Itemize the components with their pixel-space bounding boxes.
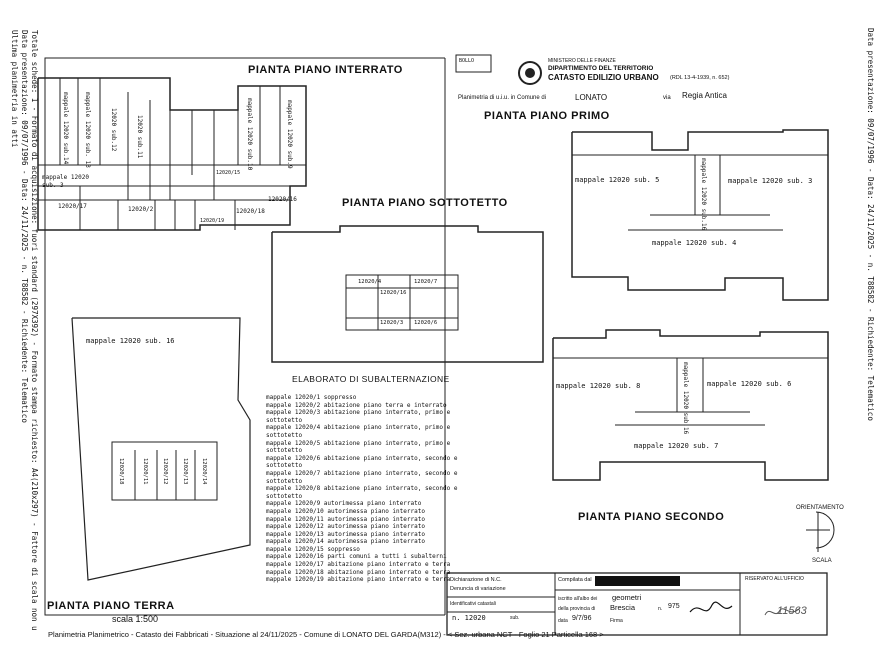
elaborato-row: mappale 12020/17 abitazione piano interr… bbox=[266, 561, 451, 569]
terra-g3: 12020/12 bbox=[162, 458, 168, 485]
cartiglio-firma: Firma bbox=[610, 618, 623, 624]
elaborato-row: mappale 12020/13 autorimessa piano inter… bbox=[266, 530, 425, 538]
title-interrato: PIANTA PIANO INTERRATO bbox=[248, 64, 403, 76]
cartiglio-iscritto: iscritto all'albo dei bbox=[558, 596, 598, 602]
interrato-sub3: sub. 3 bbox=[42, 182, 64, 189]
cartiglio-riservato: RISERVATO ALL'UFFICIO bbox=[745, 576, 804, 582]
title-terra: PIANTA PIANO TERRA bbox=[47, 600, 175, 612]
interrato-sub12: 12020 sub.12 bbox=[110, 108, 117, 152]
via-value: Regia Antica bbox=[682, 91, 727, 100]
interrato-r2: 12020/2 bbox=[128, 206, 154, 213]
cartiglio-foglio: n. 12020 bbox=[452, 614, 486, 622]
bollo-stamp: BOLLO bbox=[459, 58, 475, 64]
sottotetto-e: 12020/6 bbox=[414, 320, 438, 326]
terra-g1: 12020/18 bbox=[118, 458, 124, 485]
elaborato-row: mappale 12020/8 abitazione piano interra… bbox=[266, 485, 458, 500]
elaborato-row: mappale 12020/12 autorimessa piano inter… bbox=[266, 523, 425, 531]
terra-g4: 12020/13 bbox=[182, 458, 188, 485]
catasto-title: CATASTO EDILIZIO URBANO bbox=[548, 73, 659, 82]
side-text-left-3: Totale schede: 1 - Formato di acquisizio… bbox=[30, 30, 39, 630]
elaborato-row: mappale 12020/3 abitazione piano interra… bbox=[266, 409, 451, 424]
primo-sub5: mappale 12020 sub. 5 bbox=[575, 176, 660, 184]
interrato-sub13: mappale 12020 sub. 13 bbox=[84, 92, 91, 168]
title-sottotetto: PIANTA PIANO SOTTOTETTO bbox=[342, 197, 508, 209]
primo-sub3: mappale 12020 sub. 3 bbox=[728, 177, 813, 185]
side-text-right: Data presentazione: 09/07/1996 - Data: 2… bbox=[866, 28, 875, 421]
elaborato-row: mappale 12020/14 autorimessa piano inter… bbox=[266, 538, 425, 546]
secondo-sub16: mappale 12020 sub.16 bbox=[682, 362, 689, 435]
cartiglio-provincia: Brescia bbox=[610, 603, 636, 612]
elaborato-row: mappale 12020/6 abitazione piano interra… bbox=[266, 454, 458, 470]
interrato-r1: 12020/17 bbox=[58, 203, 87, 210]
side-text-left-1: Ultima planimetria in atti bbox=[10, 30, 19, 148]
interrato-r4: 12020/16 bbox=[268, 196, 297, 203]
cartiglio-identificativi: Identificativi catastali bbox=[450, 601, 496, 607]
sottotetto-c: 12020/16 bbox=[380, 290, 407, 296]
primo-sub4: mappale 12020 sub. 4 bbox=[652, 239, 737, 247]
handwritten-number: 11563 bbox=[777, 605, 807, 617]
cartiglio-titolo: geometri bbox=[612, 593, 642, 602]
bottom-info-line: Planimetria Planimetrico - Catasto dei F… bbox=[48, 630, 604, 639]
cartiglio-denuncia: Denuncia di variazione bbox=[450, 586, 506, 592]
department-label: DIPARTIMENTO DEL TERRITORIO bbox=[548, 65, 654, 72]
interrato-mappale-sub3: mappale 12020 bbox=[42, 174, 89, 181]
elaborato-row: mappale 12020/5 abitazione piano interra… bbox=[266, 439, 451, 455]
sottotetto-b: 12020/7 bbox=[414, 279, 438, 285]
interrato-r3: 12020/18 bbox=[236, 208, 265, 215]
elaborato-row: mappale 12020/7 abitazione piano interra… bbox=[266, 469, 458, 485]
elaborato-row: mappale 12020/1 soppresso bbox=[266, 394, 357, 401]
elaborato-row: mappale 12020/11 autorimessa piano inter… bbox=[266, 515, 425, 523]
ministry-label: MINISTERO DELLE FINANZE bbox=[548, 58, 616, 64]
title-secondo: PIANTA PIANO SECONDO bbox=[578, 511, 725, 523]
cartiglio-compilata: Compilata dal bbox=[558, 577, 592, 583]
sottotetto-a: 12020/4 bbox=[358, 279, 382, 285]
interrato-r5: 12020/19 bbox=[200, 218, 225, 224]
interrato-sub14: mappale 12020 sub.14 bbox=[62, 92, 69, 165]
elaborato-row: mappale 12020/10 autorimessa piano inter… bbox=[266, 507, 425, 515]
interrato-sub11: 12020 sub.11 bbox=[136, 115, 143, 159]
elaborato-title: ELABORATO DI SUBALTERNAZIONE bbox=[292, 374, 450, 384]
elaborato-row: mappale 12020/9 autorimessa piano interr… bbox=[266, 500, 422, 508]
rdl-label: (RDL 13-4-1939, n. 652) bbox=[670, 75, 730, 81]
scala-label: SCALA bbox=[812, 558, 832, 564]
terra-g5: 12020/14 bbox=[201, 458, 207, 485]
cartiglio-dichiarazione: Dichiarazione di N.C. bbox=[450, 577, 502, 583]
elaborato-row: mappale 12020/18 abitazione piano interr… bbox=[266, 568, 451, 576]
elaborato-row: mappale 12020/19 abitazione piano interr… bbox=[266, 576, 451, 584]
cartiglio-n-label: n. bbox=[658, 606, 663, 612]
cartiglio-provincia-label: della provincia di bbox=[558, 606, 596, 612]
side-text-left-2: Data presentazione: 09/07/1996 - Data: 2… bbox=[20, 30, 29, 423]
orientamento-label: ORIENTAMENTO bbox=[796, 505, 844, 511]
cartiglio-data: 9/7/96 bbox=[572, 615, 592, 622]
sottotetto-d: 12020/3 bbox=[380, 320, 404, 326]
elaborato-row: mappale 12020/2 abitazione piano terra e… bbox=[266, 401, 447, 409]
secondo-sub8: mappale 12020 sub. 8 bbox=[556, 382, 641, 390]
terra-g2: 12020/11 bbox=[142, 458, 148, 485]
via-label: via bbox=[663, 95, 671, 101]
interrato-r6: 12020/15 bbox=[216, 170, 241, 176]
secondo-sub7: mappale 12020 sub. 7 bbox=[634, 442, 719, 450]
interrato-sub9: mappale 12020 sub.9 bbox=[286, 100, 293, 169]
elaborato-row: mappale 12020/16 parti comuni a tutti i … bbox=[266, 553, 447, 561]
cartiglio-sub: sub. bbox=[510, 615, 520, 621]
cartiglio-data-label: data bbox=[558, 618, 568, 624]
scale-terra: scala 1:500 bbox=[112, 614, 159, 624]
secondo-sub6: mappale 12020 sub. 6 bbox=[707, 380, 792, 388]
cartiglio-numero: 975 bbox=[668, 603, 680, 610]
comune-value: LONATO bbox=[575, 93, 608, 102]
planimetria-label: Planimetria di u.i.u. in Comune di bbox=[458, 95, 547, 101]
title-primo: PIANTA PIANO PRIMO bbox=[484, 110, 610, 122]
elaborato-row: mappale 12020/4 abitazione piano interra… bbox=[266, 424, 451, 439]
terra-sub16: mappale 12020 sub. 16 bbox=[86, 337, 175, 345]
primo-sub16: mappale 12020 sub.16 bbox=[700, 158, 707, 231]
elaborato-row: mappale 12020/15 soppresso bbox=[266, 545, 360, 553]
interrato-sub10: mappale 12020 sub.10 bbox=[246, 98, 253, 171]
